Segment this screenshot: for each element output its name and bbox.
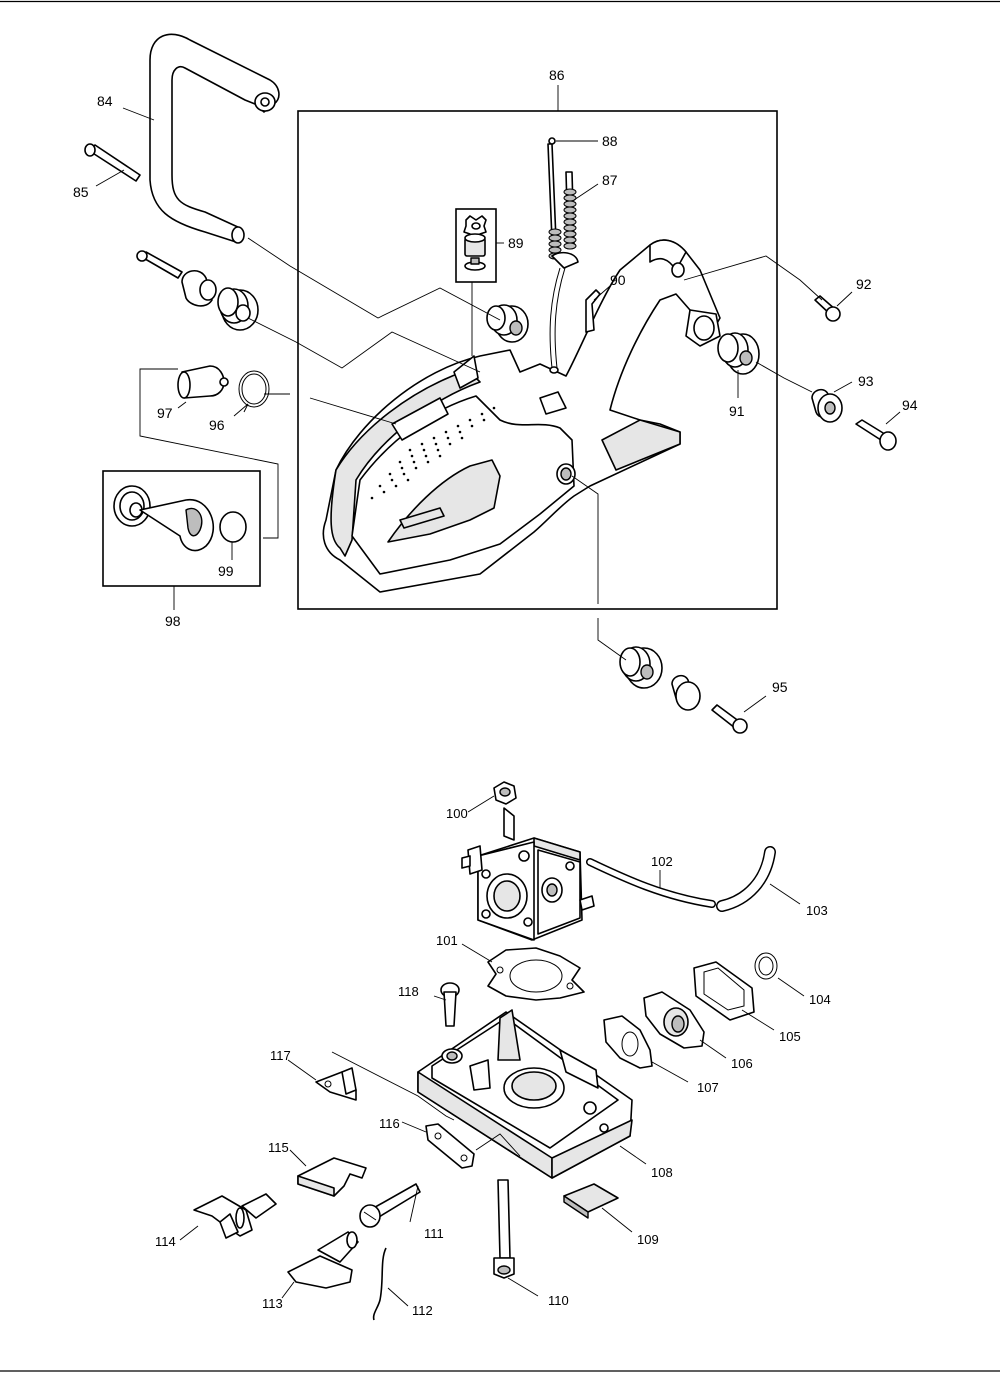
label-112: 112: [412, 1303, 433, 1318]
gasket-107: [603, 1015, 653, 1069]
label-89: 89: [508, 235, 524, 251]
screw-95: [711, 704, 748, 734]
front-handle-84: [149, 33, 280, 244]
label-110: 110: [548, 1293, 569, 1308]
screw-111: [359, 1183, 421, 1228]
label-99: 99: [218, 563, 234, 579]
damper-bottom: [619, 646, 663, 689]
label-116: 116: [379, 1116, 400, 1131]
label-85: 85: [73, 184, 89, 200]
label-102: 102: [651, 854, 673, 869]
label-87: 87: [602, 172, 618, 188]
bracket-117: [315, 1067, 357, 1101]
part-labels: 84 85 86 88 87 89 90 92 93 94 91 97 96 9…: [73, 67, 918, 1318]
label-103: 103: [806, 903, 828, 918]
label-97: 97: [157, 405, 173, 421]
bottom-lead-lines: [179, 795, 805, 1307]
label-84: 84: [97, 93, 113, 109]
label-117: 117: [270, 1048, 291, 1063]
bolt-110: [493, 1179, 515, 1279]
throttle-rod-87: [547, 143, 579, 374]
screw-94: [855, 419, 897, 451]
damper-91: [717, 332, 760, 375]
seal-99: [219, 511, 247, 543]
block-109: [563, 1183, 619, 1219]
damper-left: [217, 287, 259, 331]
spring-112: [372, 1247, 387, 1321]
label-108: 108: [651, 1165, 673, 1180]
label-100: 100: [446, 806, 468, 821]
grip-texture: [370, 406, 496, 500]
kit-89-parts: [463, 215, 487, 271]
clamp-96: [238, 370, 270, 413]
label-94: 94: [902, 397, 918, 413]
label-113: 113: [262, 1296, 283, 1311]
label-107: 107: [697, 1080, 719, 1095]
label-114: 114: [155, 1234, 176, 1249]
plate-116: [425, 1123, 475, 1169]
screw-85: [84, 143, 141, 182]
rear-handle-box-86: [297, 110, 778, 610]
label-115: 115: [268, 1140, 289, 1155]
trigger-114: [193, 1193, 277, 1239]
label-98: 98: [165, 613, 181, 629]
collar-bottom: [671, 674, 701, 711]
label-111: 111: [424, 1226, 444, 1241]
pad-115: [297, 1157, 367, 1197]
oring-104: [754, 952, 778, 980]
label-93: 93: [858, 373, 874, 389]
label-90: 90: [610, 272, 626, 288]
label-96: 96: [209, 417, 225, 433]
label-92: 92: [856, 276, 872, 292]
label-104: 104: [809, 992, 831, 1007]
lever-113: [287, 1231, 359, 1289]
label-95: 95: [772, 679, 788, 695]
label-118: 118: [398, 984, 419, 999]
carburetor: [461, 807, 595, 941]
label-86: 86: [549, 67, 565, 83]
label-91: 91: [729, 403, 745, 419]
spacer-106: [643, 991, 705, 1049]
nut-100: [493, 781, 517, 805]
label-106: 106: [731, 1056, 753, 1071]
damper-inner: [486, 304, 529, 343]
cap-assembly-98: [113, 485, 215, 552]
kit-box-98: [102, 470, 261, 587]
lever-90: [585, 289, 601, 333]
ball-88: [548, 137, 556, 145]
collar-left: [181, 270, 217, 307]
label-88: 88: [602, 133, 618, 149]
cap-97: [177, 365, 229, 399]
lead-97-bracket: [139, 368, 279, 539]
housing-108: [417, 1009, 633, 1179]
screw-118: [440, 982, 460, 1027]
kit-box-89: [455, 208, 497, 283]
screw-left: [136, 250, 183, 279]
plate-105: [693, 961, 755, 1021]
label-109: 109: [637, 1232, 659, 1247]
gasket-101: [487, 947, 585, 1001]
rear-handle-body: [322, 239, 721, 593]
collar-93: [811, 388, 843, 423]
top-lead-lines: [95, 85, 901, 713]
label-105: 105: [779, 1029, 801, 1044]
label-101: 101: [436, 933, 458, 948]
screw-92: [814, 295, 841, 322]
